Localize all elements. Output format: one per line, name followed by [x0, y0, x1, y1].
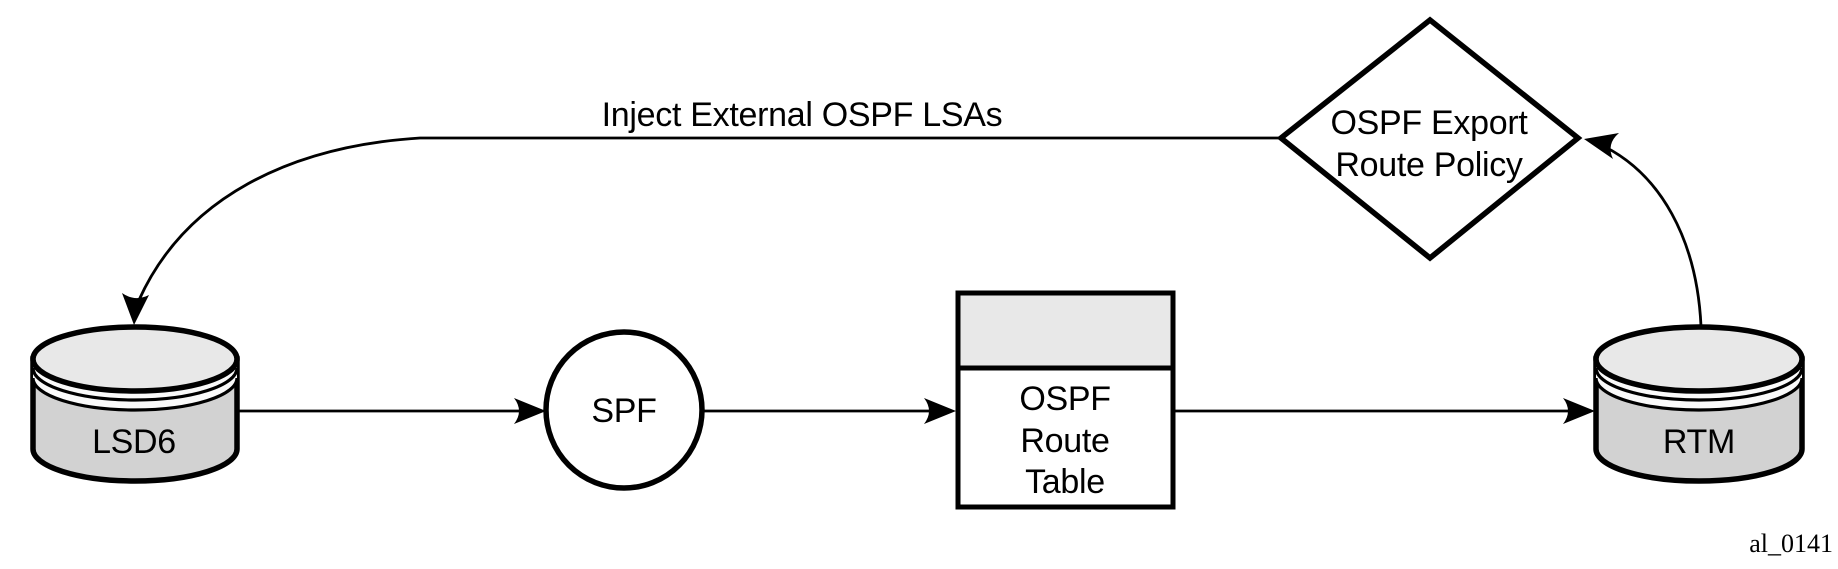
spf-to-route-table-edge — [702, 398, 956, 424]
lsdb-cylinder-stripe-arc-1 — [31, 367, 239, 402]
export-policy-to-lsdb-edge: Inject External OSPF LSAs — [122, 96, 1281, 325]
arrowhead-left-into-export-policy — [1584, 133, 1619, 159]
inject-external-ospf-lsas-label: Inject External OSPF LSAs — [602, 96, 1003, 134]
export-policy-label-line2: Route Policy — [1335, 146, 1523, 184]
lsdb-cylinder-top — [30, 324, 240, 394]
arrowhead-right-into-spf — [514, 398, 546, 424]
route-table-header — [958, 293, 1173, 368]
rtm-cylinder-top — [1593, 324, 1805, 394]
route-table-border — [955, 290, 1176, 510]
spf-label: SPF — [591, 392, 656, 430]
lsdb-cylinder-stripe-arc-2 — [31, 377, 239, 412]
figure-code: al_0141 — [1749, 529, 1833, 558]
rtm-cylinder-stripe-arc-1 — [1594, 367, 1804, 402]
rtm-label: RTM — [1663, 423, 1735, 461]
rtm-to-export-policy-edge — [1584, 133, 1703, 327]
lsdb-to-spf-edge — [238, 398, 546, 424]
export-policy-label-line1: OSPF Export — [1331, 104, 1529, 142]
arrowhead-down-into-lsdb — [122, 293, 149, 325]
spf-process-circle: SPF — [543, 329, 705, 491]
ospf-export-route-policy-diamond: OSPF Export Route Policy — [1276, 16, 1583, 262]
spf-circle — [543, 329, 705, 491]
rtm-to-export-policy-curve — [1596, 141, 1703, 327]
lsdb-label: LSD6 — [92, 423, 176, 461]
ospf-route-table-box: OSPF Route Table — [955, 290, 1176, 510]
route-table-label-line3: Table — [1025, 463, 1105, 501]
export-policy-diamond — [1276, 16, 1583, 262]
rtm-database-cylinder: RTM — [1593, 324, 1805, 484]
lsdb-database-cylinder: LSD6 — [30, 324, 240, 484]
route-table-label-line2: Route — [1020, 422, 1109, 460]
arrowhead-right-into-route-table — [924, 398, 956, 424]
rtm-cylinder-stripe-arc-2 — [1594, 377, 1804, 412]
route-table-label-line1: OSPF — [1019, 380, 1110, 418]
route-table-to-rtm-edge — [1173, 398, 1595, 424]
arrowhead-right-into-rtm — [1563, 398, 1595, 424]
export-policy-to-lsdb-line — [137, 136, 1281, 301]
